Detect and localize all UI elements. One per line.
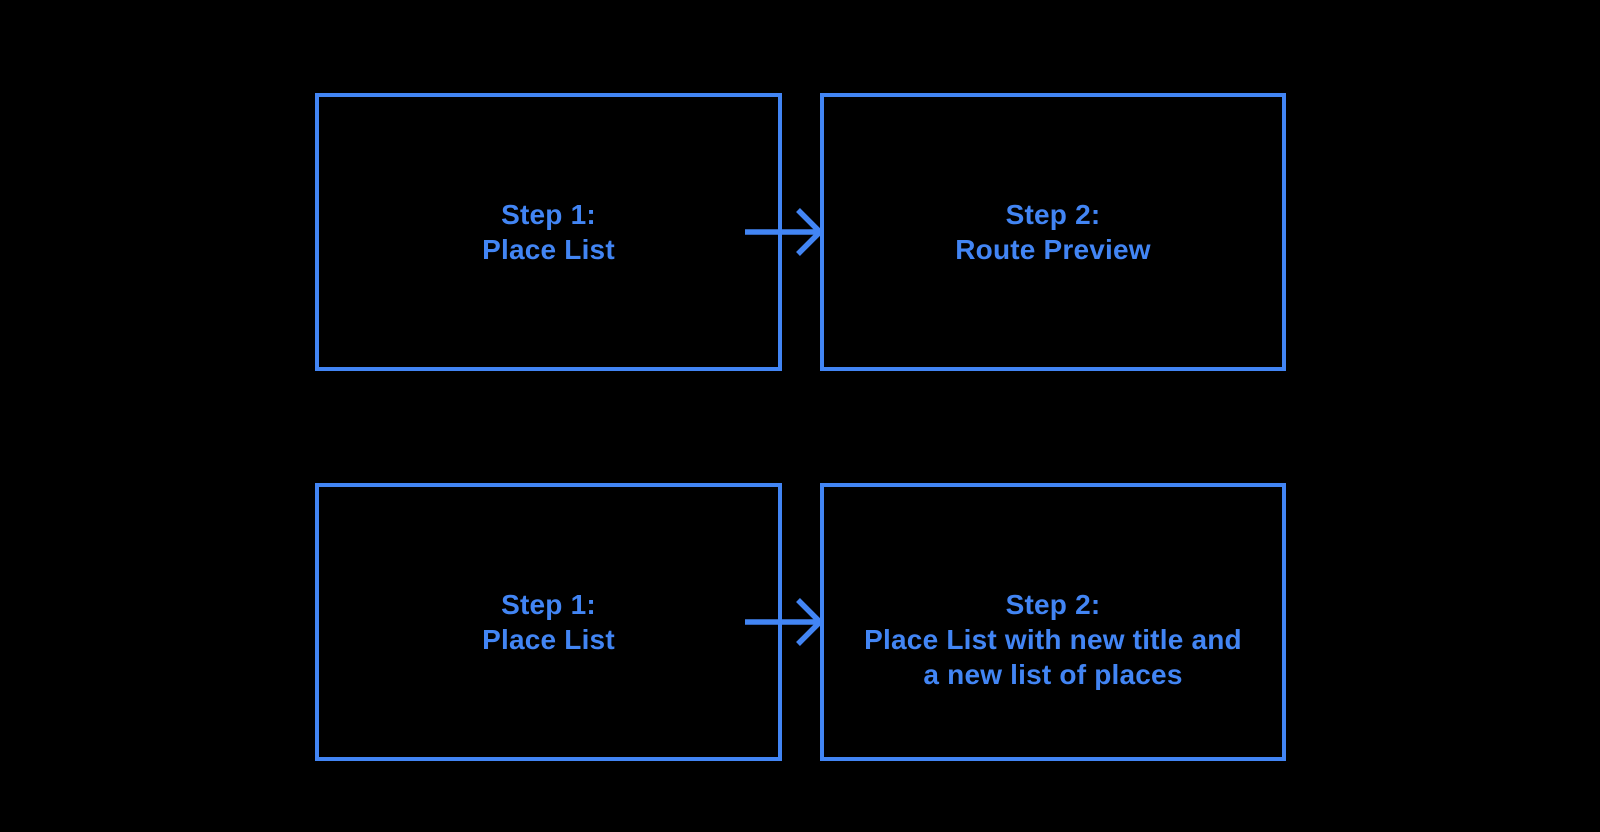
step-box-line: Place List with new title and	[864, 624, 1242, 655]
step-box-line: Route Preview	[955, 234, 1151, 265]
step-box-place-list-2: Step 1: Place List	[315, 483, 782, 761]
step-box-line: Step 1:	[501, 199, 596, 230]
arrow-right-icon	[740, 202, 825, 262]
step-box-line: Step 1:	[501, 589, 596, 620]
step-box-route-preview: Step 2: Route Preview	[820, 93, 1286, 371]
step-box-line: a new list of places	[923, 659, 1183, 690]
step-box-line: Step 2:	[1005, 589, 1101, 620]
step-box-new-place-list: Step 2: Place List with new title and a …	[820, 483, 1286, 761]
step-box-place-list-1: Step 1: Place List	[315, 93, 782, 371]
step-box-line: Place List	[482, 234, 615, 265]
step-box-line: Place List	[482, 624, 615, 655]
step-box-line: Step 2:	[1005, 199, 1101, 230]
arrow-right-icon	[740, 592, 825, 652]
